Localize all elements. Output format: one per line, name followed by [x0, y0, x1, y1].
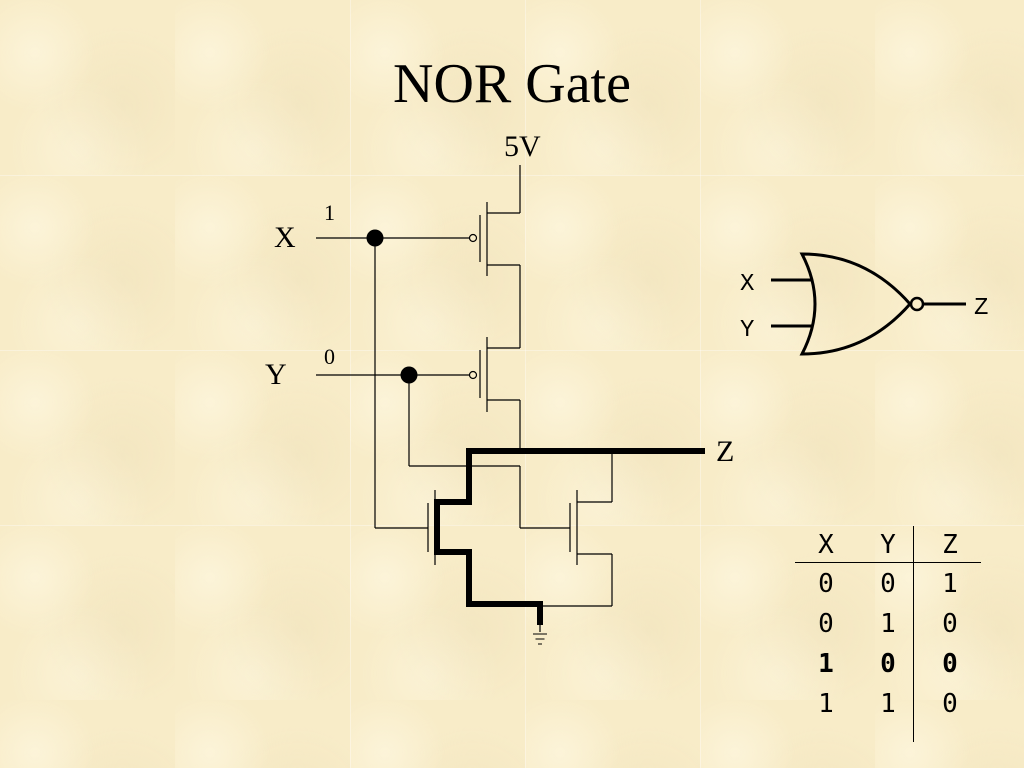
- truth-table-cell: 1: [880, 609, 896, 639]
- truth-table-output-divider: [913, 526, 914, 742]
- truth-table-cell: 0: [880, 649, 896, 679]
- truth-table-cell: 0: [942, 649, 958, 679]
- truth-table-header-divider: [795, 562, 981, 563]
- junction-y-dot: [400, 366, 418, 384]
- truth-table-cell: 1: [942, 569, 958, 599]
- slide-title: NOR Gate: [393, 53, 631, 115]
- truth-table-cell: 0: [942, 609, 958, 639]
- input-x-label: X: [274, 221, 296, 254]
- pmos-x-bubble: [468, 233, 478, 243]
- truth-table-cell: 0: [880, 569, 896, 599]
- gate-input-x-label: X: [740, 271, 754, 298]
- truth-table-header-z: Z: [942, 530, 958, 560]
- truth-table-row: 0 0 1: [795, 564, 981, 604]
- input-y-label: Y: [265, 358, 287, 391]
- truth-table-cell: 0: [942, 689, 958, 719]
- input-y-value: 0: [324, 344, 335, 369]
- truth-table-cell: 1: [880, 689, 896, 719]
- gate-output-z-label: Z: [974, 295, 988, 322]
- output-z-label: Z: [716, 435, 734, 468]
- truth-table-header-x: X: [818, 530, 834, 560]
- pmos-y-bubble: [468, 370, 478, 380]
- nor-gate-symbol: [771, 252, 966, 356]
- truth-table-header-y: Y: [880, 530, 896, 560]
- truth-table-cell: 0: [818, 609, 834, 639]
- circuit-wires: [316, 165, 613, 632]
- input-x-value: 1: [324, 200, 335, 225]
- truth-table: X Y Z 0 0 1 0 1 0 1 0 0 1 1 0: [795, 526, 981, 742]
- truth-table-row-highlighted: 1 0 0: [795, 644, 981, 684]
- junction-x-dot: [366, 229, 384, 247]
- ground-icon: [533, 633, 547, 645]
- active-path-highlight: [434, 448, 705, 625]
- truth-table-cell: 1: [818, 649, 834, 679]
- truth-table-header-row: X Y Z: [795, 526, 981, 564]
- supply-label: 5V: [504, 130, 541, 163]
- truth-table-row: 1 1 0: [795, 684, 981, 724]
- truth-table-row: 0 1 0: [795, 604, 981, 644]
- truth-table-cell: 1: [818, 689, 834, 719]
- truth-table-cell: 0: [818, 569, 834, 599]
- gate-input-y-label: Y: [740, 317, 754, 344]
